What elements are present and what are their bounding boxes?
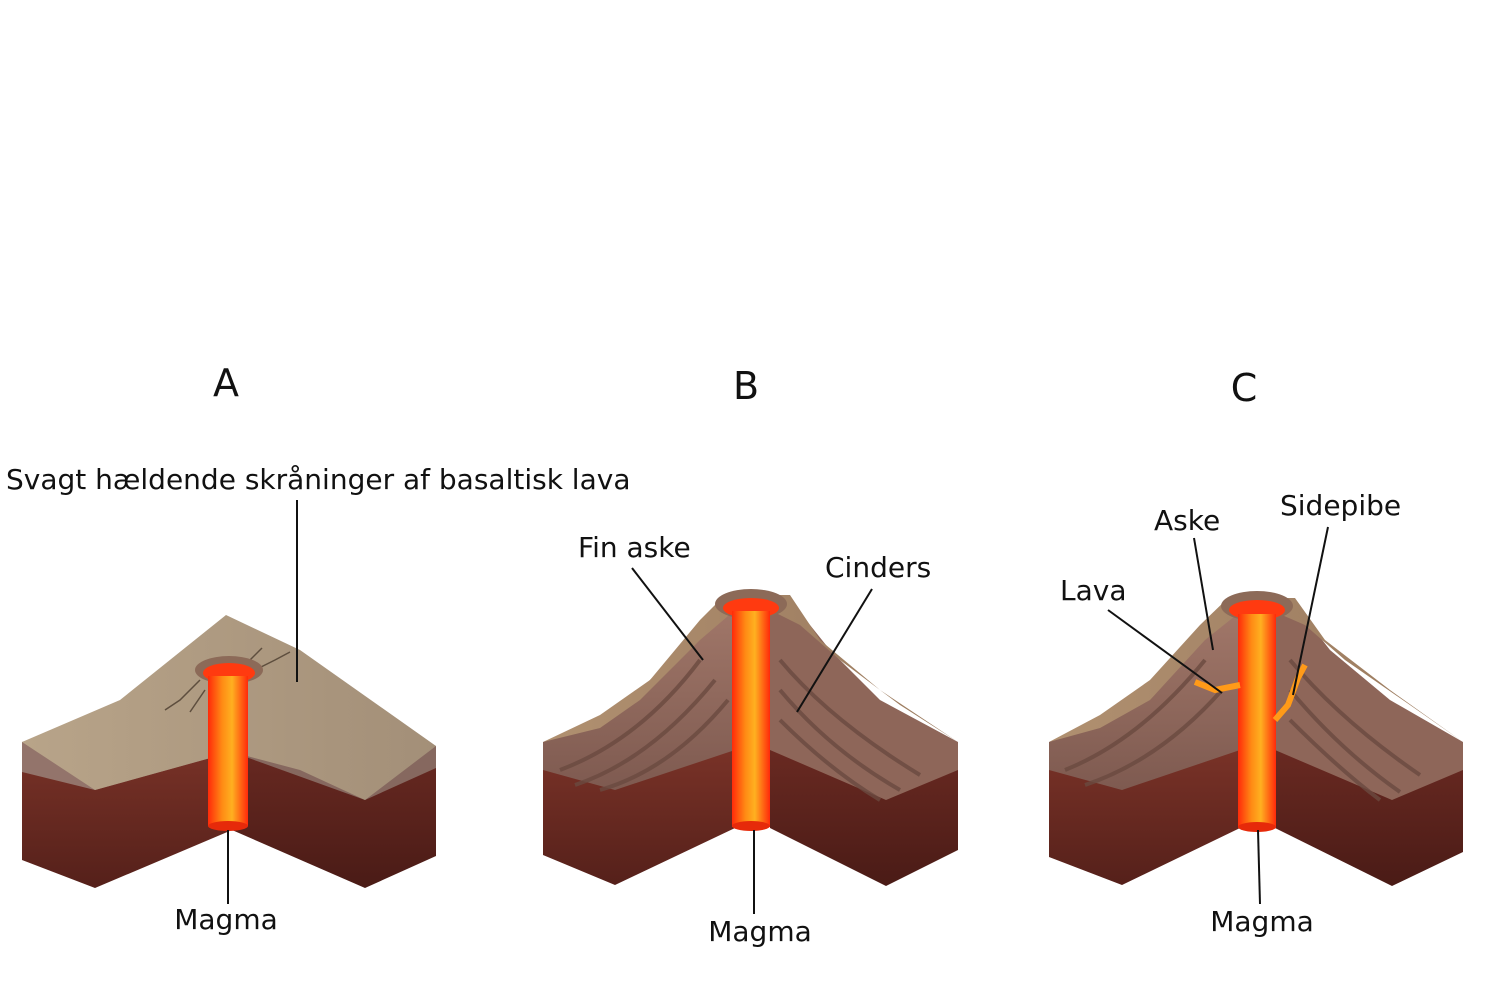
side-vent-left [1193, 679, 1241, 694]
label-fine-ash: Fin aske [578, 531, 691, 564]
label-lava: Lava [1060, 574, 1127, 607]
panel-c: C Aske Sidepibe Lava Magma [1049, 366, 1463, 938]
leader-fine-ash [631, 567, 704, 661]
magma-conduit-bottom [732, 821, 770, 831]
panel-letter-c: C [1231, 366, 1258, 410]
panel-letter-a: A [213, 361, 239, 405]
panel-letter-b: B [733, 364, 759, 408]
panel-b: B Fin aske Cinders Magma [543, 364, 958, 948]
cone-surface [543, 595, 958, 742]
magma-conduit [732, 611, 770, 827]
magma-conduit [1238, 614, 1276, 828]
label-cinders: Cinders [825, 551, 931, 584]
composite-volcano-illustration [1049, 591, 1463, 886]
label-side-vent: Sidepibe [1280, 489, 1401, 522]
label-magma-c: Magma [1210, 905, 1314, 938]
strata-layers [1064, 658, 1422, 802]
leader-side-vent [1292, 526, 1329, 696]
magma-conduit-bottom [208, 821, 248, 831]
label-magma-a: Magma [174, 903, 278, 936]
label-ash: Aske [1154, 504, 1220, 537]
leader-magma-c [1257, 829, 1261, 905]
label-slopes: Svagt hældende skråninger af basaltisk l… [6, 463, 630, 496]
cinder-cone-illustration [543, 589, 958, 886]
cinder-layers [559, 658, 922, 802]
panel-a: A Svagt hældende skråninger af basaltisk… [6, 361, 630, 936]
magma-conduit-bottom [1238, 822, 1276, 832]
surface-cracks [164, 647, 291, 713]
leader-ash [1193, 537, 1214, 651]
shield-volcano-illustration [22, 615, 436, 888]
cone-surface [1049, 598, 1463, 742]
magma-conduit [208, 676, 248, 826]
leader-cinders [796, 588, 873, 713]
cone-cut-right [770, 600, 958, 800]
leader-lava [1107, 609, 1223, 694]
label-magma-b: Magma [708, 915, 812, 948]
